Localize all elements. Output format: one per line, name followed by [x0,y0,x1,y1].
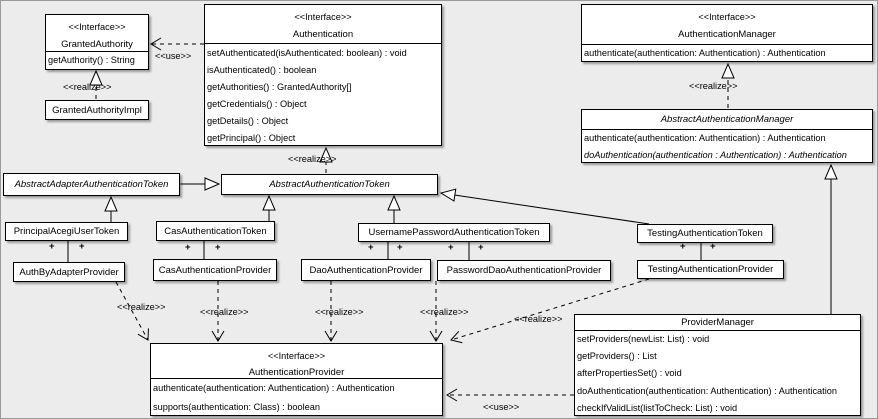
class-name: CasAuthenticationToken [164,225,267,237]
class-name: Authentication [292,29,354,40]
class-abstract-authentication-token: AbstractAuthenticationToken [221,174,438,195]
use-label: <<use>> [155,51,192,61]
class-name: UsernamePasswordAuthenticationToken [368,227,540,238]
class-granted-authority-impl: GrantedAuthorityImpl [45,100,149,120]
class-name: PrincipalAcegiUserToken [13,226,120,237]
method: setProviders(newList: List) : void [577,334,710,344]
realize-label: <<realize>> [689,81,738,91]
association-plus: + [448,242,454,253]
realize-label: <<realize>> [117,302,166,312]
realize-label: <<realize>> [288,154,337,164]
generalization-testingauthenticationtoken [439,188,650,225]
class-name: GrantedAuthorityImpl [52,104,142,116]
association-plus: + [710,241,716,252]
stereotype-label: <<Interface>> [698,12,756,22]
class-name: PasswordDaoAuthenticationProvider [446,265,602,276]
class-password-dao-authentication-provider: PasswordDaoAuthenticationProvider [437,260,611,281]
association-plus: + [397,242,403,253]
realize-label: <<realize>> [420,307,469,317]
method: getCredentials() : Object [207,99,307,110]
class-name: AbstractAdapterAuthenticationToken [14,179,169,190]
realize-label: <<realize>> [200,307,249,317]
method: isAuthenticated() : boolean [207,65,317,76]
stereotype-label: <<Interface>> [267,351,326,361]
method: setAuthenticated(isAuthenticated: boolea… [207,48,407,58]
association-plus: + [215,242,221,253]
class-principal-acegi-user-token: PrincipalAcegiUserToken [5,222,128,241]
class-cas-authentication-provider: CasAuthenticationProvider [153,259,277,281]
class-provider-manager: ProviderManager setProviders(newList: Li… [574,314,861,416]
class-name: AuthenticationProvider [248,367,345,378]
class-name: ProviderManager [681,317,754,328]
class-name: AuthByAdapterProvider [19,266,119,278]
association-plus: + [478,242,484,253]
class-granted-authority: <<Interface>> GrantedAuthority getAuthor… [45,14,149,70]
association-plus: + [368,242,374,253]
method: getDetails() : Object [207,116,289,127]
method: authenticate(authentication: Authenticat… [584,133,826,143]
realize-label: <<realize>> [514,314,563,324]
method: getProviders() : List [577,351,657,362]
class-testing-authentication-provider: TestingAuthenticationProvider [637,260,784,279]
class-name: AbstractAuthenticationManager [660,114,794,125]
class-cas-authentication-token: CasAuthenticationToken [156,221,275,241]
class-name: CasAuthenticationProvider [158,264,272,276]
method: getAuthority() : String [48,55,135,65]
method-abstract: doAuthentication(authentication : Authen… [584,149,847,160]
method: supports(authentication: Class) : boolea… [153,401,321,412]
class-abstract-adapter-authentication-token: AbstractAdapterAuthenticationToken [3,173,180,196]
association-plus: + [185,242,191,253]
class-authentication: <<Interface>> Authentication setAuthenti… [204,4,442,146]
method: getAuthorities() : GrantedAuthority[] [207,82,352,93]
realize-label: <<realize>> [63,82,112,92]
use-label: <<use>> [483,402,520,412]
class-testing-authentication-token: TestingAuthenticationToken [637,224,773,243]
realize-label: <<realize>> [315,307,364,317]
method: doAuthentication(authentication: Authent… [577,385,837,396]
class-username-password-authentication-token: UsernamePasswordAuthenticationToken [358,223,550,242]
class-name: TestingAuthenticationToken [647,228,763,239]
association-plus: + [49,241,55,252]
stereotype-label: <<Interface>> [294,12,352,22]
method: authenticate(authentication: Authenticat… [584,48,826,58]
method: authenticate(authentication: Authenticat… [153,383,395,393]
class-abstract-authentication-manager: AbstractAuthenticationManager authentica… [581,109,873,163]
class-authentication-provider: <<Interface>> AuthenticationProvider aut… [150,343,443,416]
class-name: AuthenticationManager [678,29,776,40]
method: checkIfValidList(listToCheck: List) : vo… [577,402,738,413]
class-name: TestingAuthenticationProvider [647,264,774,275]
class-dao-authentication-provider: DaoAuthenticationProvider [301,259,431,281]
class-name: DaoAuthenticationProvider [309,264,423,276]
class-authentication-manager: <<Interface>> AuthenticationManager auth… [581,4,873,62]
association-plus: + [680,241,686,252]
method: afterPropertiesSet() : void [577,368,682,379]
class-name: GrantedAuthority [61,39,133,50]
stereotype-label: <<Interface>> [68,22,126,32]
class-name: AbstractAuthenticationToken [269,179,390,190]
association-plus: + [79,241,85,252]
method: getPrincipal() : Object [207,133,296,144]
class-auth-by-adapter-provider: AuthByAdapterProvider [13,262,125,282]
